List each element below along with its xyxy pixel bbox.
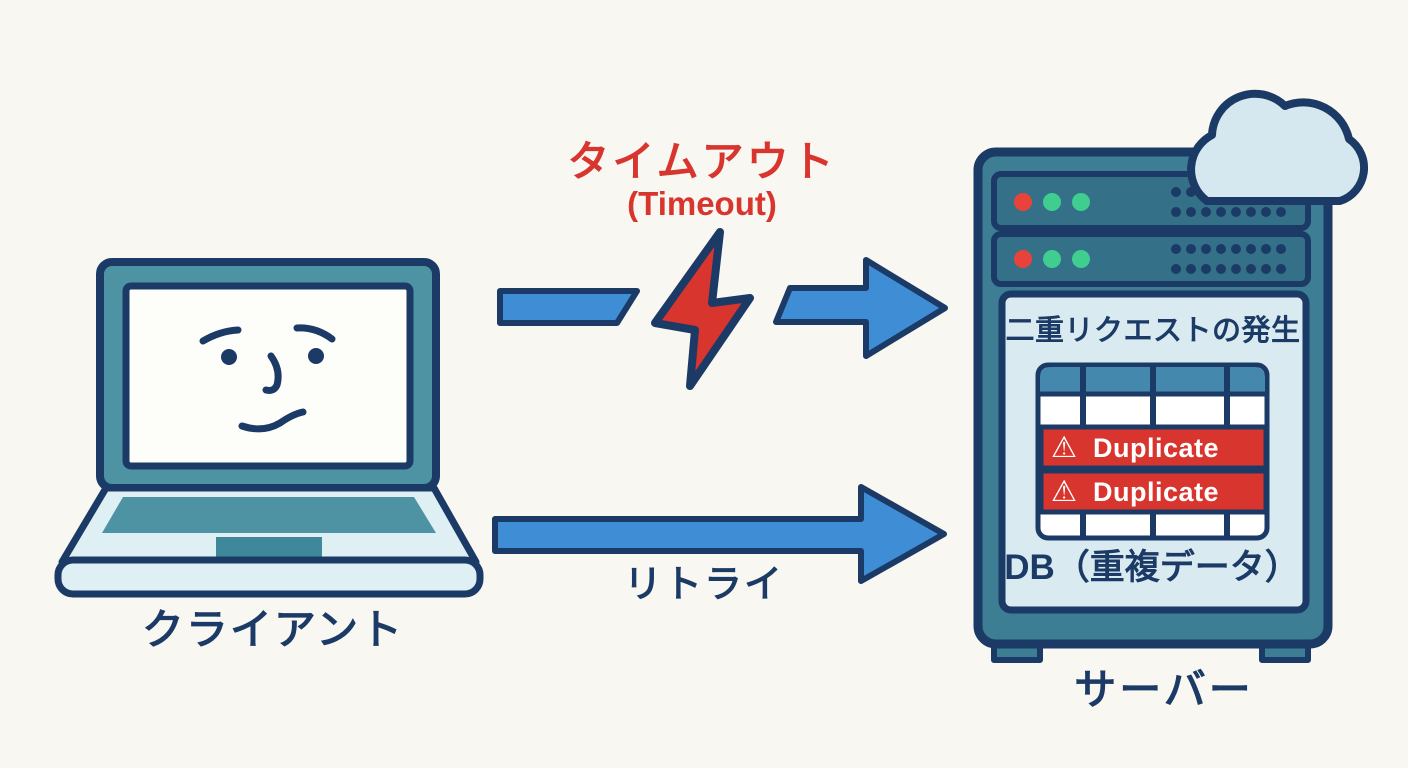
duplicate-row-bar — [1038, 424, 1269, 471]
face-right-eye — [308, 348, 324, 364]
server-rack-unit-2 — [991, 231, 1311, 287]
duplicate-row: ⚠ Duplicate — [1041, 472, 1266, 512]
duplicate-row: ⚠ Duplicate — [1041, 428, 1266, 468]
duplicate-row-label: Duplicate — [1093, 476, 1220, 507]
laptop-screen — [122, 282, 414, 470]
duplicate-row-label: Duplicate — [1093, 432, 1220, 463]
server-icon — [973, 89, 1369, 663]
warning-icon: ⚠ — [1051, 431, 1077, 464]
duplicate-row-bar — [1038, 468, 1269, 515]
retry-label: リトライ — [623, 564, 785, 606]
arrow-head-segment — [773, 257, 948, 359]
timeout-label-jp: タイムアウト — [567, 138, 837, 185]
timeout-label-en: (Timeout) — [627, 185, 777, 222]
laptop-base — [54, 556, 484, 598]
db-label: DB（重複データ） — [1004, 548, 1300, 587]
worried-face-icon — [199, 324, 336, 433]
lightning-icon — [651, 228, 754, 390]
face-nose — [262, 352, 282, 394]
timeout-broken-arrow — [497, 228, 948, 390]
client-label: クライアント — [141, 606, 405, 653]
rack-1-status-lights — [1014, 193, 1090, 211]
arrow-segment — [497, 288, 640, 326]
face-mouth — [238, 408, 307, 433]
laptop-icon — [54, 258, 484, 598]
face-right-eyebrow — [293, 324, 336, 343]
retry-arrow — [492, 484, 947, 584]
server-label: サーバー — [1074, 666, 1254, 713]
server-panel-title: 二重リクエストの発生 — [1005, 315, 1301, 347]
cloud-icon — [1187, 89, 1369, 205]
face-left-eyebrow — [199, 326, 242, 345]
rack-2-status-lights — [1014, 250, 1090, 268]
face-left-eye — [221, 349, 237, 365]
laptop-trackpad — [216, 537, 322, 560]
rack-2-vent-dots — [1171, 244, 1286, 274]
laptop-keyboard — [102, 497, 436, 533]
warning-icon: ⚠ — [1051, 475, 1077, 508]
db-table — [1035, 362, 1270, 541]
